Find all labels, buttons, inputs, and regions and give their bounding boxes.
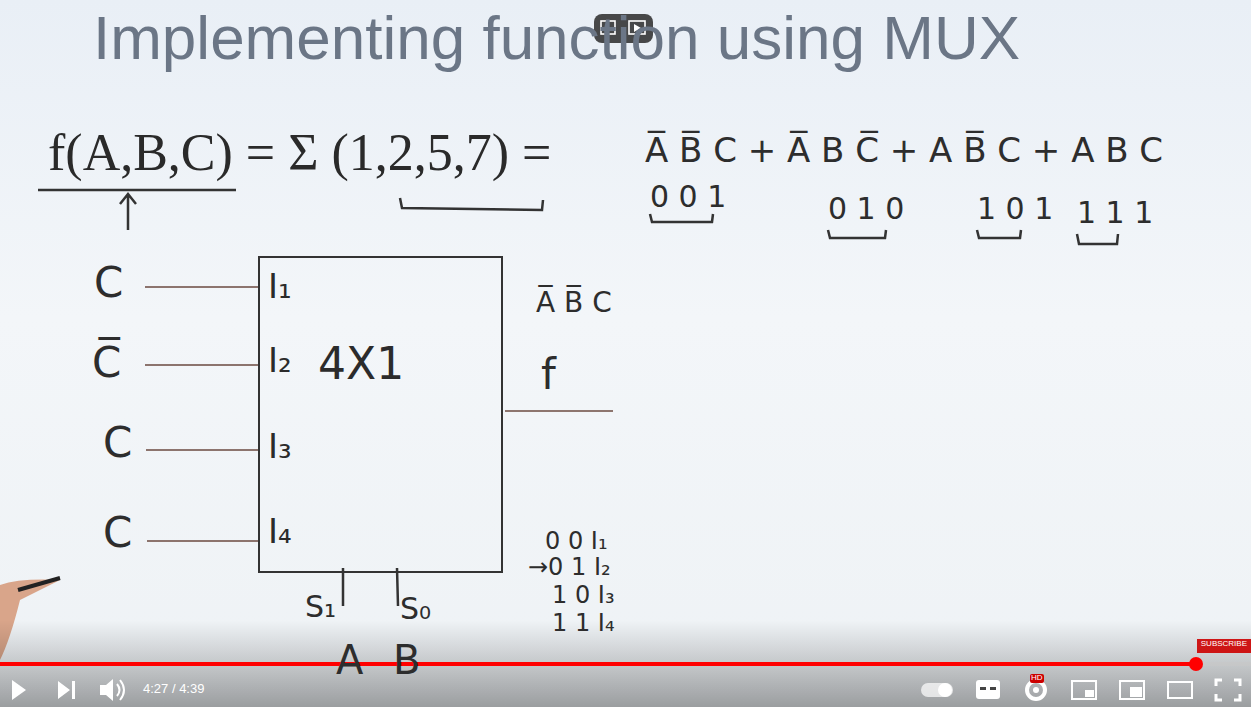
input-pin: I₃ <box>268 428 292 465</box>
minterm-expression: A̅ B̅ C + A̅ B C̅ + A B̅ C + A B C <box>645 132 1163 169</box>
multiplexer-box: I₁ I₂ 4X1I₃ I₄ <box>258 256 503 573</box>
truth-table-row: 1 1 I₄ <box>552 610 615 636</box>
video-time: 4:27 / 4:39 <box>143 682 204 696</box>
slide-title: Implementing function using MUX <box>93 4 1020 72</box>
input-value: C <box>103 510 132 556</box>
select-pin: S₁ <box>305 590 336 623</box>
input-value: C <box>103 420 132 466</box>
output-name: f <box>541 352 556 398</box>
subscribe-badge: SUBSCRIBE <box>1201 640 1247 649</box>
binary-code: 1 1 1 <box>1077 196 1153 229</box>
select-pin: S₀ <box>400 592 431 625</box>
mux-size: 4X1 <box>318 340 404 388</box>
input-pin: I₁ <box>268 268 292 305</box>
output-term: A̅ B̅ C <box>536 288 612 319</box>
input-pin: I₂ <box>268 342 292 379</box>
hd-badge: HD <box>1030 674 1044 683</box>
select-variable: B <box>393 638 420 682</box>
input-value: C̅ <box>92 340 121 386</box>
truth-table-row: 1 0 I₃ <box>552 582 615 608</box>
binary-code: 1 0 1 <box>977 192 1053 225</box>
function-equation: f(A,B,C) = Σ (1,2,5,7) = <box>48 124 551 181</box>
binary-code: 0 0 1 <box>650 180 726 213</box>
binary-code: 0 1 0 <box>828 192 904 225</box>
input-value: C <box>94 260 123 306</box>
input-pin: I₄ <box>268 513 292 550</box>
truth-table-row: →0 1 I₂ <box>528 554 611 580</box>
select-variable: A <box>336 638 363 682</box>
truth-table-row: 0 0 I₁ <box>545 528 608 554</box>
